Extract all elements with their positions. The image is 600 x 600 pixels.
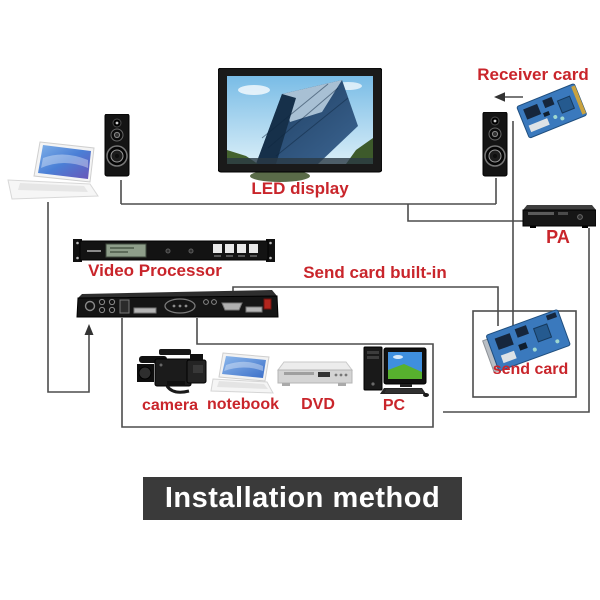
- wire-device-loop: [121, 318, 434, 428]
- wire-sendcard-builtin-link: [232, 286, 499, 326]
- led-display-label: LED display: [251, 179, 349, 198]
- video-processor-image: [73, 238, 275, 269]
- pa-label: PA: [546, 227, 570, 247]
- speaker-right-image: [481, 111, 509, 185]
- camera-image: [137, 347, 209, 404]
- speaker-left-image: [103, 113, 131, 185]
- arrow-left-icon: [494, 92, 505, 102]
- laptop-image: [6, 138, 100, 209]
- send-card-processor-image: [76, 289, 279, 325]
- receiver-card-image: [512, 78, 590, 145]
- wire-pa-drop: [443, 228, 590, 413]
- pa-image: [522, 204, 597, 235]
- wire-laptop-to-processor: [47, 202, 90, 393]
- title-banner: Installation method: [143, 477, 462, 520]
- pc-label: PC: [382, 397, 406, 414]
- send-card-label: send card: [492, 361, 569, 378]
- camera-label: camera: [141, 397, 199, 414]
- video-processor-label: Video Processor: [88, 261, 222, 280]
- wire-speakers-to-pa: [407, 204, 523, 222]
- dvd-player-image: [276, 359, 354, 395]
- notebook-image: [209, 351, 277, 403]
- arrow-up-icon: [84, 324, 94, 335]
- receiver-card-label: Receiver card: [477, 65, 589, 84]
- led-display-image: [217, 67, 383, 189]
- send-card-built-in-label: Send card built-in: [303, 263, 447, 282]
- send-card-box: [472, 310, 577, 398]
- title-text: Installation method: [164, 482, 441, 514]
- pc-image: [362, 344, 430, 403]
- notebook-label: notebook: [207, 396, 279, 413]
- send-card-image: [477, 308, 575, 380]
- dvd-label: DVD: [301, 396, 335, 413]
